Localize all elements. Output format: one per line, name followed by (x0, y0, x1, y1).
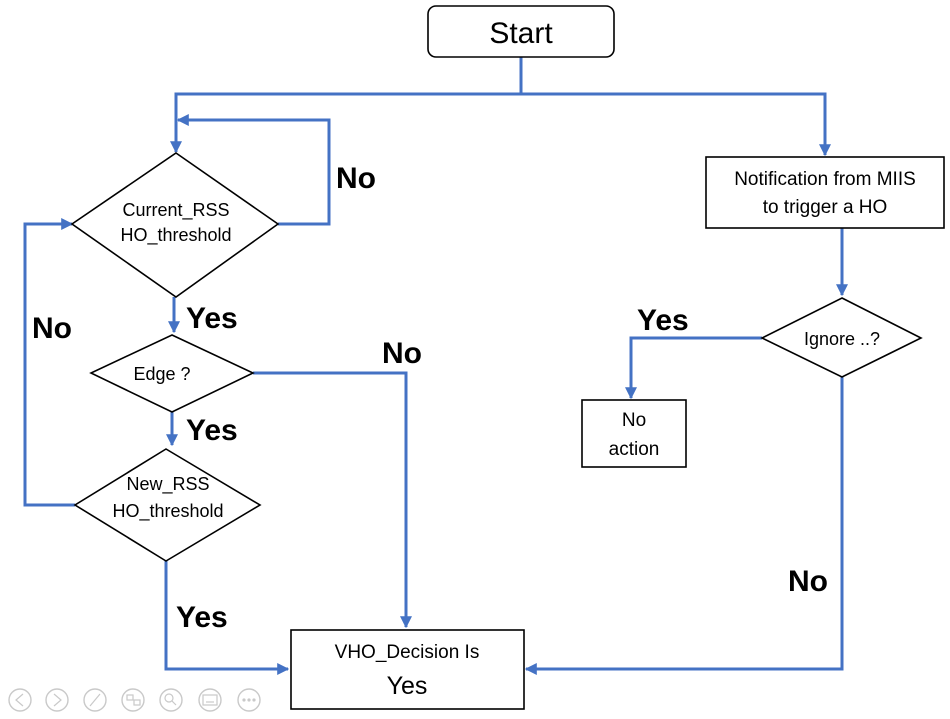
current-rss-yes-label: Yes (186, 302, 238, 335)
no-action-node: No action (581, 399, 687, 468)
more-icon[interactable] (237, 688, 261, 712)
new-rss-decision: New_RSS HO_threshold (73, 448, 262, 562)
vho-decision-value: Yes (387, 672, 428, 700)
new-rss-threshold-label: HO_threshold (112, 501, 223, 522)
connectors (23, 57, 848, 675)
notification-trigger-label: to trigger a HO (763, 197, 888, 218)
no-action-sub-label: action (609, 439, 660, 460)
connector-new-rss-yes (164, 561, 290, 675)
connector-ignore-no (524, 377, 844, 675)
connector-edge-no (253, 371, 412, 629)
start-label: Start (489, 17, 553, 50)
no-action-label: No (622, 410, 646, 431)
notification-label: Notification from MIIS (734, 169, 916, 190)
new-rss-label: New_RSS (126, 474, 209, 495)
connector-ignore-yes (625, 336, 762, 400)
new-rss-yes-label: Yes (176, 601, 228, 634)
current-rss-decision: Current_RSS HO_threshold (70, 152, 280, 298)
vho-decision-label: VHO_Decision Is (335, 642, 480, 663)
edge-no-label: No (382, 337, 422, 370)
subtitles-icon[interactable] (198, 688, 222, 712)
ignore-yes-label: Yes (637, 304, 689, 337)
connector-start-to-current-rss (170, 92, 521, 154)
current-rss-no-label: No (336, 162, 376, 195)
current-rss-threshold-label: HO_threshold (120, 225, 231, 246)
next-icon[interactable] (45, 688, 69, 712)
edge-label: Edge ? (133, 364, 190, 384)
ignore-no-label: No (788, 565, 828, 598)
current-rss-label: Current_RSS (122, 200, 229, 221)
connector-start-to-notification (521, 92, 831, 157)
ignore-decision: Ignore ..? (760, 297, 923, 378)
edge-yes-label: Yes (186, 414, 238, 447)
connector-new-rss-no (23, 218, 75, 507)
previous-icon[interactable] (8, 688, 32, 712)
pen-icon[interactable] (83, 688, 107, 712)
slides-icon[interactable] (121, 688, 145, 712)
connector-current-rss-no-loop (176, 114, 331, 226)
new-rss-no-label: No (32, 312, 72, 345)
start-node: Start (427, 5, 615, 58)
vho-decision-node: VHO_Decision Is Yes (290, 629, 525, 710)
slideshow-controls (8, 688, 261, 712)
edge-decision: Edge ? (89, 334, 255, 413)
notification-node: Notification from MIIS to trigger a HO (705, 156, 945, 229)
edge-labels: No Yes No Yes No Yes Yes No (32, 162, 828, 634)
ignore-label: Ignore ..? (804, 329, 880, 349)
zoom-icon[interactable] (159, 688, 183, 712)
